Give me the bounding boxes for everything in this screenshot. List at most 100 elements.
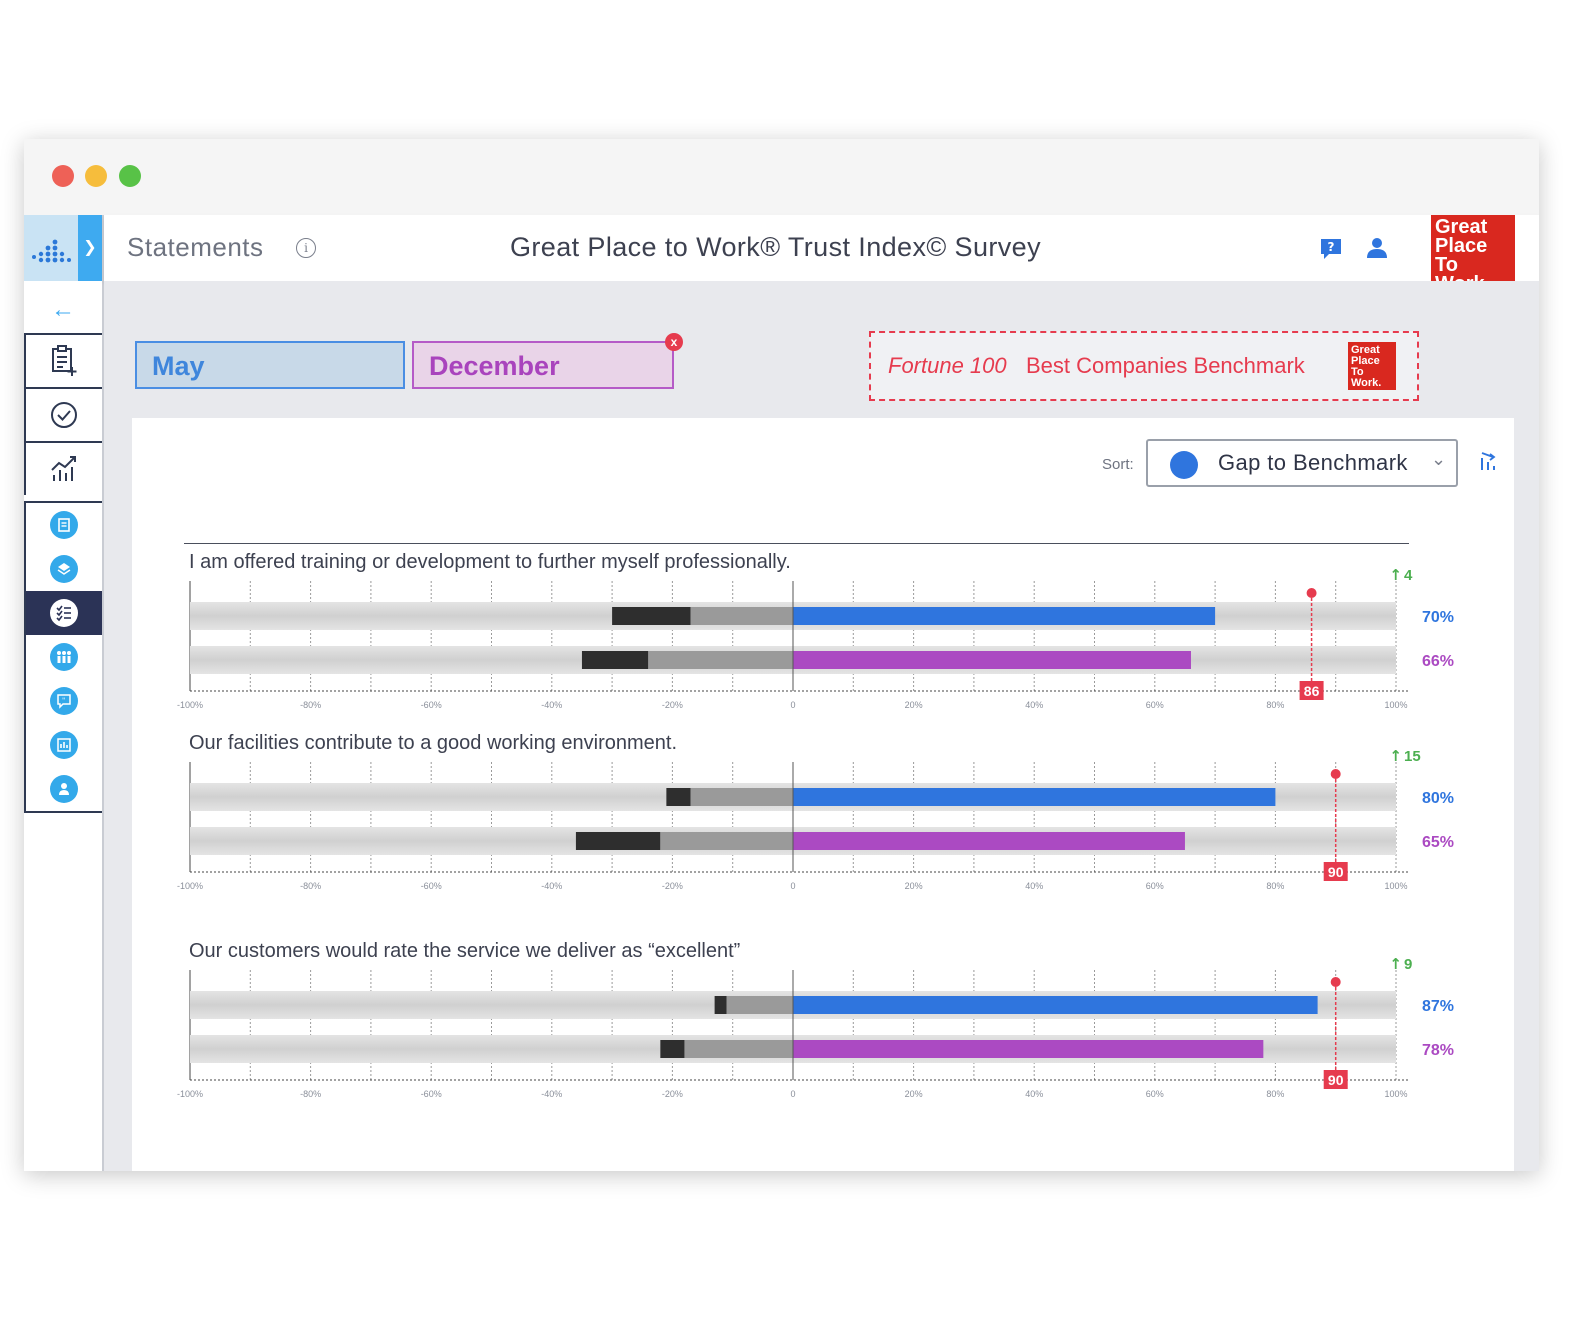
value-label: 78% bbox=[1422, 1042, 1454, 1059]
x-tick-label: 40% bbox=[1025, 1089, 1043, 1099]
panel-divider bbox=[184, 543, 1409, 544]
x-tick-label: -20% bbox=[662, 881, 683, 891]
close-window-button[interactable] bbox=[52, 165, 74, 187]
sidebar-item-people[interactable] bbox=[26, 635, 102, 679]
sidebar-item-reports[interactable] bbox=[26, 723, 102, 767]
sidebar-item-statements[interactable] bbox=[26, 591, 102, 635]
x-tick-label: -100% bbox=[177, 1089, 203, 1099]
remove-period-button[interactable]: x bbox=[665, 333, 683, 351]
sort-dropdown[interactable]: Gap to Benchmark ⌄ bbox=[1146, 439, 1458, 487]
benchmark-badge-box bbox=[1299, 681, 1324, 700]
benchmark-badge-box bbox=[1323, 862, 1348, 881]
x-tick-label: -20% bbox=[662, 700, 683, 710]
sidebar-item-documents[interactable] bbox=[26, 503, 102, 547]
user-profile-icon[interactable] bbox=[1366, 237, 1388, 264]
x-tick-label: 40% bbox=[1025, 881, 1043, 891]
help-chat-icon[interactable]: ? bbox=[1319, 237, 1343, 266]
x-tick-label: -80% bbox=[300, 700, 321, 710]
period-filter-may[interactable]: May bbox=[135, 341, 405, 389]
sidebar-tool-add-report[interactable] bbox=[24, 333, 102, 387]
x-tick-label: -60% bbox=[421, 700, 442, 710]
sort-indicator-dot bbox=[1170, 451, 1198, 479]
maximize-window-button[interactable] bbox=[119, 165, 141, 187]
x-tick-label: 0 bbox=[790, 1089, 795, 1099]
sort-value: Gap to Benchmark bbox=[1218, 450, 1408, 475]
sort-direction-icon[interactable] bbox=[1479, 450, 1499, 477]
negative-bar bbox=[666, 788, 691, 806]
sidebar-item-comments[interactable]: " bbox=[26, 679, 102, 723]
user-key-icon bbox=[50, 775, 78, 803]
dots-logo-icon bbox=[32, 239, 71, 263]
x-tick-label: 60% bbox=[1146, 1089, 1164, 1099]
change-value: 4 bbox=[1404, 567, 1413, 584]
logo-line-3: To bbox=[1435, 254, 1458, 276]
minimize-window-button[interactable] bbox=[85, 165, 107, 187]
back-button[interactable]: ← bbox=[24, 285, 102, 335]
benchmark-fortune-label: Fortune 100 bbox=[888, 353, 1007, 378]
neutral-bar bbox=[726, 996, 793, 1014]
x-tick-label: -40% bbox=[541, 700, 562, 710]
benchmark-value: 90 bbox=[1328, 1072, 1344, 1088]
app-logo[interactable] bbox=[24, 215, 78, 281]
x-tick-label: -20% bbox=[662, 1089, 683, 1099]
statement-text: Our facilities contribute to a good work… bbox=[189, 732, 677, 754]
up-arrow-icon: ↑ bbox=[1389, 955, 1402, 973]
period-filter-december[interactable]: December bbox=[412, 341, 674, 389]
benchmark-badge[interactable]: Fortune 100 Best Companies Benchmark Gre… bbox=[869, 331, 1419, 401]
positive-bar-may bbox=[793, 788, 1276, 806]
sidebar-section-nav: " bbox=[24, 501, 102, 813]
x-tick-label: 20% bbox=[905, 700, 923, 710]
x-tick-label: 20% bbox=[905, 881, 923, 891]
negative-bar bbox=[581, 651, 649, 669]
people-group-icon bbox=[50, 643, 78, 671]
x-tick-label: 60% bbox=[1146, 881, 1164, 891]
benchmark-label: Best Companies Benchmark bbox=[1026, 353, 1305, 378]
negative-bar bbox=[660, 1040, 685, 1058]
negative-bar bbox=[612, 607, 691, 625]
chevron-down-icon: ⌄ bbox=[1431, 449, 1447, 469]
sidebar-item-user-access[interactable] bbox=[26, 767, 102, 811]
up-arrow-icon: ↑ bbox=[1389, 747, 1402, 765]
title-bar bbox=[24, 139, 1539, 215]
sidebar-tool-analytics[interactable] bbox=[24, 441, 102, 495]
page-title: Statements bbox=[127, 232, 264, 262]
sidebar: ❯ ← bbox=[24, 215, 104, 1171]
sidebar-item-layers[interactable] bbox=[26, 547, 102, 591]
neutral-bar bbox=[660, 832, 793, 850]
neutral-bar bbox=[648, 651, 793, 669]
sidebar-tool-check[interactable] bbox=[24, 387, 102, 441]
document-icon bbox=[50, 511, 78, 539]
checklist-icon bbox=[50, 599, 78, 627]
svg-text:?: ? bbox=[1328, 240, 1335, 254]
positive-bar-may bbox=[793, 607, 1216, 625]
expand-sidebar-button[interactable]: ❯ bbox=[78, 215, 102, 281]
logo-line-2: Place bbox=[1435, 235, 1488, 257]
app-window: ❯ ← bbox=[24, 139, 1539, 1171]
statements-panel: Sort: Gap to Benchmark ⌄ I am offered tr… bbox=[132, 418, 1514, 1171]
comment-quote-icon: " bbox=[50, 687, 78, 715]
benchmark-pin bbox=[1306, 588, 1317, 598]
positive-bar-may bbox=[793, 996, 1318, 1014]
negative-bar bbox=[575, 832, 661, 850]
positive-bar-december bbox=[793, 1040, 1264, 1058]
layers-icon bbox=[50, 555, 78, 583]
check-circle-icon bbox=[51, 402, 77, 428]
x-tick-label: 100% bbox=[1384, 881, 1407, 891]
x-tick-label: 0 bbox=[790, 881, 795, 891]
clipboard-add-icon bbox=[52, 345, 77, 376]
change-value: 15 bbox=[1404, 748, 1421, 765]
benchmark-pin bbox=[1330, 977, 1341, 987]
x-tick-label: -80% bbox=[300, 881, 321, 891]
x-tick-label: 100% bbox=[1384, 1089, 1407, 1099]
x-tick-label: -60% bbox=[421, 881, 442, 891]
x-tick-label: -40% bbox=[541, 881, 562, 891]
x-tick-label: 100% bbox=[1384, 700, 1407, 710]
x-tick-label: 80% bbox=[1266, 700, 1284, 710]
svg-text:": " bbox=[62, 697, 65, 705]
report-icon bbox=[50, 731, 78, 759]
info-icon[interactable]: i bbox=[296, 238, 316, 258]
bench-logo-line-3: To bbox=[1351, 366, 1364, 378]
neutral-bar bbox=[690, 788, 793, 806]
x-tick-label: -60% bbox=[421, 1089, 442, 1099]
positive-bar-december bbox=[793, 651, 1191, 669]
